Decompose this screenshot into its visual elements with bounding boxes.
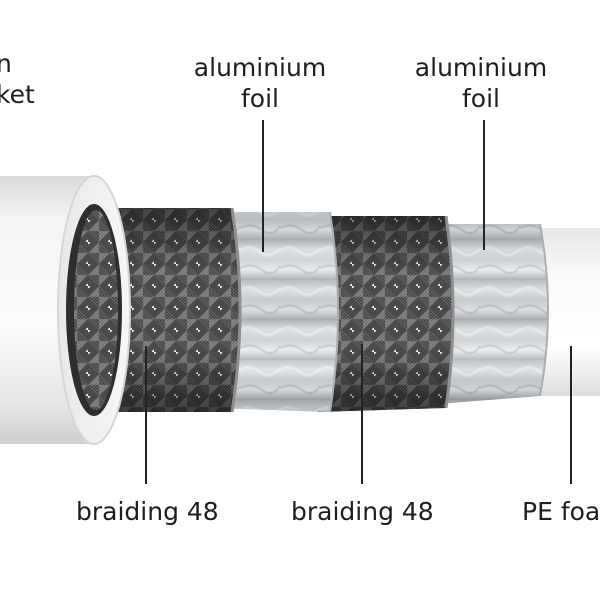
leader-line-foil-2: [483, 120, 485, 250]
leader-line-dielectric: [570, 346, 572, 484]
braiding-label-2: braiding 48: [291, 497, 434, 526]
aluminium-foil-layer-2: [432, 223, 549, 404]
leader-line-braiding-2: [361, 344, 363, 484]
jacket-label-line2: ket: [0, 80, 35, 109]
jacket-label-line1: n: [0, 49, 12, 78]
foil-label-1-line1: aluminium: [193, 53, 327, 82]
foil-label-1-line2: foil: [241, 84, 279, 113]
aluminium-foil-layer-1: [207, 211, 339, 413]
dielectric-label: PE foa: [522, 497, 600, 526]
foil-label-2-line1: aluminium: [414, 53, 548, 82]
leader-line-braiding-1: [145, 346, 147, 484]
outer-jacket: [0, 175, 131, 445]
braiding-layer-2: [311, 215, 455, 412]
braiding-label-1: braiding 48: [76, 497, 219, 526]
foil-label-1: aluminium foil: [194, 52, 326, 114]
foil-label-2-line2: foil: [462, 84, 500, 113]
leader-line-foil-1: [262, 120, 264, 252]
jacket-label: n ket: [0, 48, 35, 110]
foil-label-2: aluminium foil: [415, 52, 547, 114]
